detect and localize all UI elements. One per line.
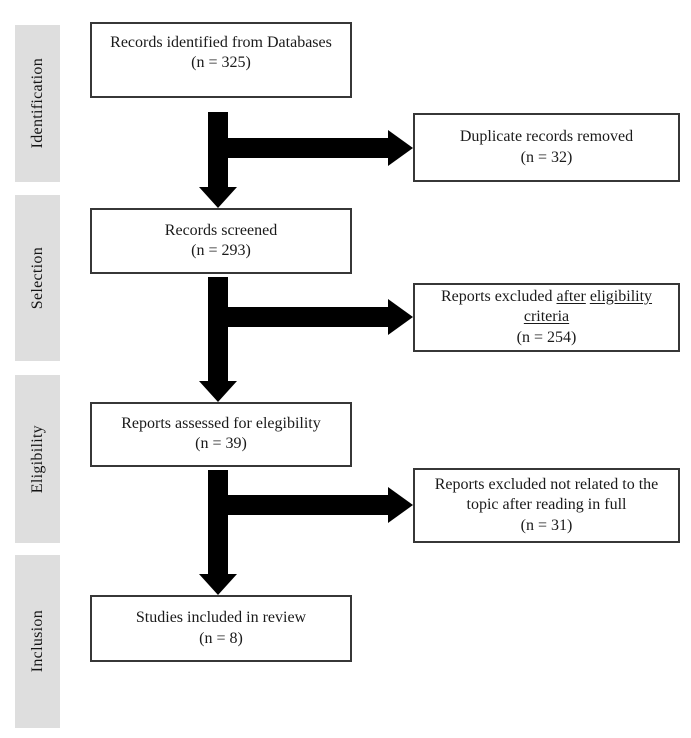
box-text: Records identified from Databases bbox=[110, 34, 332, 51]
box-duplicates-removed: Duplicate records removed (n = 32) bbox=[413, 113, 680, 182]
stage-label-selection: Selection bbox=[28, 246, 46, 310]
stage-bar-inclusion: Inclusion bbox=[15, 555, 60, 728]
box-text: Reports assessed for elegibility bbox=[121, 415, 321, 432]
arrowhead-down-to-included-icon bbox=[199, 574, 237, 595]
arrow-shaft-screened-to-assessed bbox=[208, 277, 228, 381]
box-count: (n = 254) bbox=[516, 328, 577, 346]
stage-label-identification: Identification bbox=[28, 58, 46, 149]
arrow-branch-to-excluded-criteria bbox=[208, 307, 390, 327]
box-count: (n = 39) bbox=[195, 435, 247, 453]
text-segment: eligibility bbox=[589, 287, 653, 305]
box-records-screened: Records screened (n = 293) bbox=[90, 208, 352, 274]
arrowhead-right-to-excluded-not-related-icon bbox=[388, 487, 413, 523]
text-segment: Reports excluded bbox=[440, 287, 557, 305]
text-segment: Duplicate records removed bbox=[459, 128, 634, 146]
stage-label-eligibility: Eligibility bbox=[28, 424, 46, 494]
text-segment: Reports excluded not related to the topi… bbox=[434, 475, 659, 514]
text-segment: after bbox=[556, 287, 586, 305]
box-count: (n = 293) bbox=[191, 242, 251, 259]
arrowhead-right-to-excluded-criteria-icon bbox=[388, 299, 413, 335]
box-excluded-not-related: Reports excluded not related to the topi… bbox=[413, 468, 680, 543]
box-text: Reports excluded after eligibility crite… bbox=[421, 287, 672, 328]
arrowhead-down-to-assessed-icon bbox=[199, 381, 237, 402]
box-count: (n = 32) bbox=[520, 148, 573, 166]
box-records-identified: Records identified from Databases (n = 3… bbox=[90, 22, 352, 98]
arrowhead-down-to-screened-icon bbox=[199, 187, 237, 208]
arrowhead-right-to-duplicates-icon bbox=[388, 130, 413, 166]
stage-bar-eligibility: Eligibility bbox=[15, 375, 60, 543]
box-count: (n = 325) bbox=[191, 54, 251, 72]
arrow-branch-to-duplicates-removed bbox=[208, 138, 390, 158]
stage-label-inclusion: Inclusion bbox=[28, 610, 46, 673]
box-text: Duplicate records removed bbox=[460, 127, 633, 147]
stage-bar-selection: Selection bbox=[15, 195, 60, 361]
arrow-shaft-assessed-to-included bbox=[208, 470, 228, 574]
box-text: Studies included in review bbox=[135, 609, 307, 627]
box-count: (n = 8) bbox=[199, 629, 243, 647]
text-segment: criteria bbox=[523, 308, 570, 326]
arrow-branch-to-excluded-not-related bbox=[208, 495, 390, 515]
stage-bar-identification: Identification bbox=[15, 25, 60, 182]
box-excluded-eligibility-criteria: Reports excluded after eligibility crite… bbox=[413, 283, 680, 352]
box-text: Reports excluded not related to the topi… bbox=[421, 475, 672, 516]
box-text: Records screened bbox=[164, 221, 278, 239]
box-count: (n = 31) bbox=[520, 516, 573, 534]
box-reports-assessed: Reports assessed for elegibility (n = 39… bbox=[90, 402, 352, 467]
box-studies-included: Studies included in review (n = 8) bbox=[90, 595, 352, 662]
